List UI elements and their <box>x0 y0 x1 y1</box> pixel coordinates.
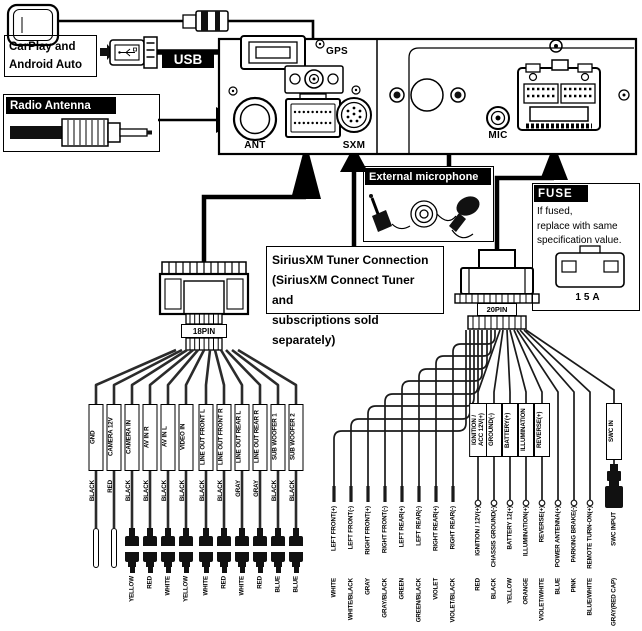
wire-color-label: ORANGE <box>522 578 530 605</box>
pin18-panel-connector <box>285 93 341 138</box>
ant-port-label: ANT <box>244 140 266 151</box>
panel-screws <box>228 39 630 112</box>
radio-antenna-box: Radio Antenna <box>3 94 160 152</box>
wire-color-label: BLUE/WHITE <box>586 578 594 616</box>
wire-column-18pin: GND BLACK <box>87 400 105 631</box>
pin20-speaker-wires <box>332 330 496 502</box>
wire-function-label: REMOTE TURN-ON(+) <box>586 506 594 569</box>
wire-function-label: CHASSIS GROUND(-) <box>490 506 498 568</box>
swc-function-label: SWC INPUT <box>610 512 618 546</box>
gps-port-label: GPS <box>326 46 349 57</box>
wire-boxed-label: BATTERY(+) <box>502 403 518 457</box>
external-mic-label: External microphone <box>365 168 491 185</box>
fuse-title: FUSE <box>534 185 588 202</box>
pin20-harness-arrow <box>494 144 568 250</box>
wire-column-18pin: VIDEO IN BLACK YELLOW <box>177 400 195 631</box>
wire-boxed-label: GROUND(-) <box>486 403 502 457</box>
fuse-text-line2: replace with same <box>537 220 618 232</box>
wire-column-18pin: CAMERA IN BLACK YELLOW <box>123 400 141 631</box>
pin20-connector-label: 20PIN <box>477 303 517 316</box>
usb-plug-icon <box>109 36 158 69</box>
pin20-panel-connector <box>517 59 601 131</box>
radio-antenna-label: Radio Antenna <box>6 97 116 114</box>
siriusxm-box: SiriusXM Tuner Connection (SiriusXM Conn… <box>266 246 444 347</box>
wire-color-label: VIOLET/WHITE <box>538 578 546 621</box>
sxm-port-label: SXM <box>342 140 366 151</box>
ant-jack <box>232 96 278 142</box>
wire-column-18pin: SUB WOOFER 1 BLACK BLUE <box>269 400 287 631</box>
sxm-connector <box>336 85 372 133</box>
siriusxm-line2: (SiriusXM Connect Tuner and <box>272 273 415 307</box>
wire-color-label: BLACK <box>490 578 498 600</box>
wire-end-plug <box>88 528 104 574</box>
usb-cable-label: USB <box>162 51 214 68</box>
wire-column-18pin: LINE OUT REAR L GRAY WHITE <box>233 400 251 631</box>
pin20-harness-connector <box>454 249 540 330</box>
fuse-box: FUSE If fused, replace with same specifi… <box>532 183 640 311</box>
carplay-line2: Android Auto <box>9 59 83 71</box>
wire-end-plug <box>160 528 176 574</box>
wire-column-18pin: AV IN L BLACK WHITE <box>159 400 177 631</box>
wire-end-plug <box>198 528 214 574</box>
pin20-power-wires <box>474 329 594 507</box>
carplay-line1: CarPlay and <box>9 41 76 53</box>
pin18-harness-connector <box>158 261 250 351</box>
wire-column-18pin: AV IN R BLACK RED <box>141 400 159 631</box>
wire-end-plug <box>288 528 304 574</box>
swc-wire-column: SWC IN SWC INPUT GRAY(RED CAP) <box>605 400 623 631</box>
pin18-connector-label: 18PIN <box>181 324 227 338</box>
pin18-wires <box>94 348 298 532</box>
fuse-drawing <box>555 245 625 288</box>
mic-jack <box>486 106 510 130</box>
gps-jack <box>284 39 344 94</box>
wire-function-label: ILLUMINATION(+) <box>522 506 530 557</box>
power-wire-column: REMOTE TURN-ON(+) BLUE/WHITE <box>581 400 599 631</box>
wire-column-18pin: LINE OUT REAR R GRAY RED <box>251 400 269 631</box>
wire-color-label: YELLOW <box>506 578 514 604</box>
wire-function-label: IGNITION / 12V(+) <box>474 506 482 556</box>
wire-end-plug <box>124 528 140 574</box>
gps-inline-connector <box>182 10 229 32</box>
wire-column-18pin: SUB WOOFER 2 BLACK BLUE <box>287 400 305 631</box>
mic-port-label: MIC <box>488 130 508 141</box>
wire-function-label: PARKING BRAKE(-) <box>570 506 578 563</box>
wire-color-label: PINK <box>570 578 578 593</box>
wire-color-label: RED <box>474 578 482 591</box>
swc-color-label: GRAY(RED CAP) <box>610 578 618 626</box>
siriusxm-line1: SiriusXM Tuner Connection <box>272 253 429 267</box>
wire-end-plug <box>106 528 122 574</box>
radio-antenna-drawing <box>10 118 152 147</box>
swc-label-box: SWC IN <box>606 403 622 460</box>
wire-function-label: REVERSE(+) <box>538 506 546 543</box>
wire-end-plug <box>252 528 268 574</box>
external-mic-box: External microphone <box>363 166 494 242</box>
wire-end-plug <box>234 528 250 574</box>
wire-column-18pin: LINE OUT FRONT R BLACK RED <box>215 400 233 631</box>
sxm-line-arrow <box>340 146 368 246</box>
wire-column-18pin: CAMERA 12V RED <box>105 400 123 631</box>
fuse-text: If fused, replace with same specificatio… <box>537 205 637 249</box>
usb-port <box>240 35 306 70</box>
external-mic-drawing <box>369 194 480 239</box>
pin18-harness-arrow <box>201 142 321 262</box>
wire-end-plug <box>216 528 232 574</box>
wire-end-plug <box>178 528 194 574</box>
wire-end-plug <box>142 528 158 574</box>
wire-boxed-label: REVERSE(+) <box>534 403 550 457</box>
fuse-text-line1: If fused, <box>537 206 573 217</box>
swc-plug <box>604 464 624 510</box>
fuse-rating: 15A <box>575 292 603 303</box>
wire-function-label: POWER ANTENNA(+) <box>554 506 562 568</box>
wire-column-18pin: LINE OUT FRONT L BLACK WHITE <box>197 400 215 631</box>
wire-function-label: BATTERY 12(+) <box>506 506 514 550</box>
fuse-text-line3: specification value. <box>537 235 622 246</box>
carplay-box: CarPlay and Android Auto <box>4 35 97 77</box>
wire-boxed-label: ILLUMINATION <box>518 403 534 457</box>
siriusxm-line3: subscriptions sold separately) <box>272 313 379 347</box>
wire-color-label: BLUE <box>554 578 562 595</box>
wire-end-plug <box>270 528 286 574</box>
